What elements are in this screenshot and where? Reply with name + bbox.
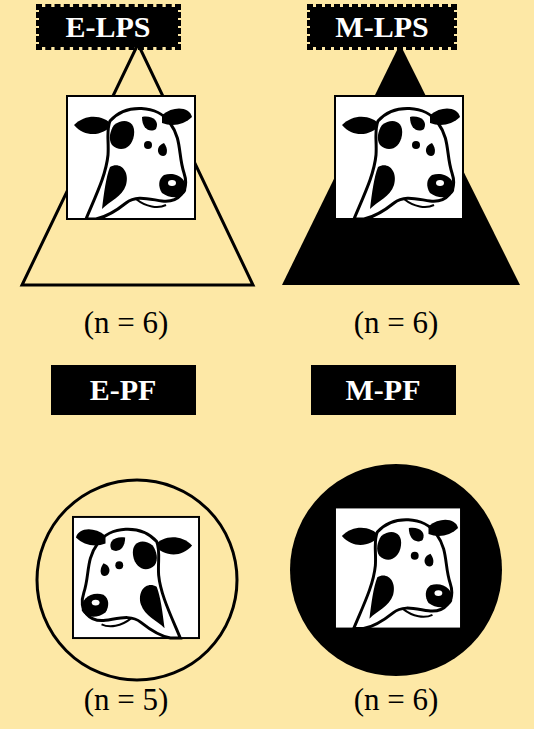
- label-box: E-PF: [51, 365, 196, 415]
- group-name: M-PF: [346, 373, 421, 407]
- cow-picture: [67, 96, 195, 219]
- filled-triangle: [282, 44, 520, 285]
- outline-triangle: [22, 44, 253, 285]
- cow-picture: [335, 507, 461, 628]
- label-box: M-LPS: [307, 4, 457, 50]
- sample-size: (n = 6): [354, 305, 439, 341]
- filled-circle: [290, 464, 502, 676]
- group-name: E-LPS: [65, 10, 150, 44]
- group-name: M-LPS: [335, 10, 428, 44]
- label-box: E-LPS: [36, 4, 181, 50]
- label-box: M-PF: [311, 365, 456, 415]
- cow-picture: [73, 517, 199, 638]
- sample-size: (n = 5): [84, 682, 169, 718]
- outline-circle: [37, 480, 237, 680]
- cow-picture: [335, 96, 463, 219]
- group-name: E-PF: [90, 373, 157, 407]
- sample-size: (n = 6): [354, 682, 439, 718]
- sample-size: (n = 6): [84, 305, 169, 341]
